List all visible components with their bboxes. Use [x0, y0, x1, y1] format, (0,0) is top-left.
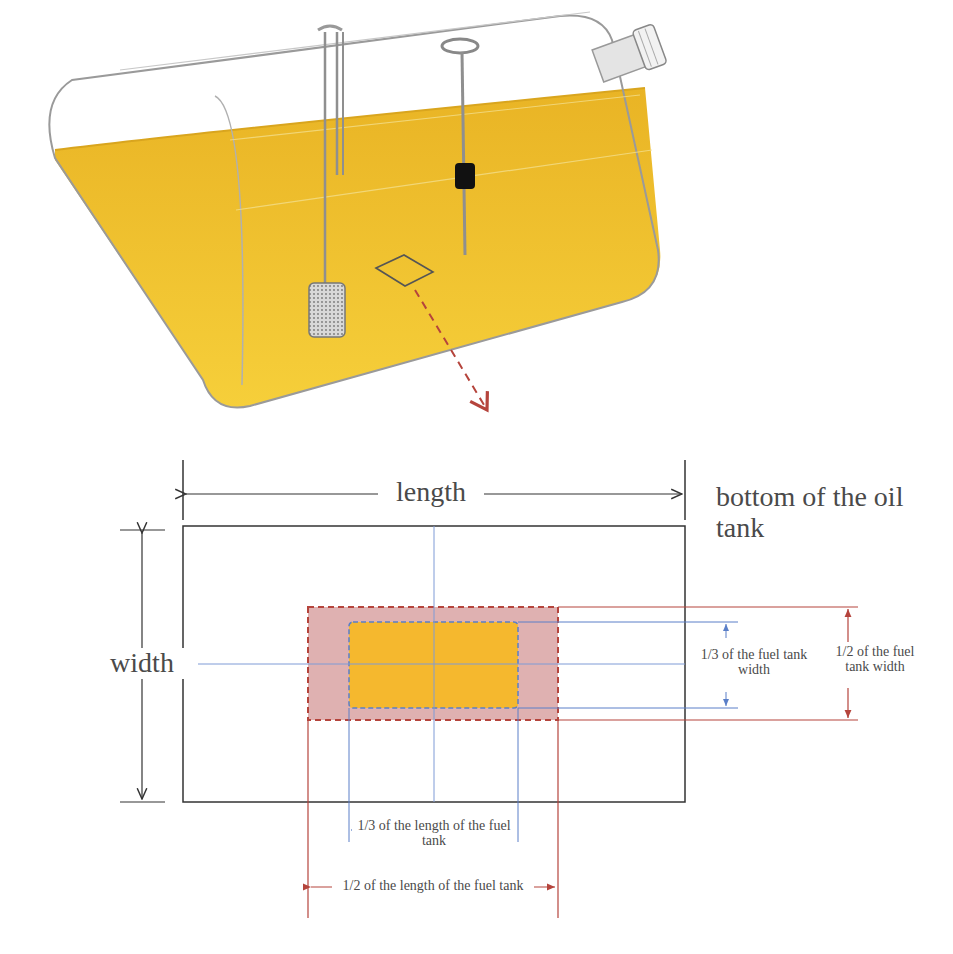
dimension-note: 1/2 of the fuel tank width — [826, 644, 924, 675]
dimension-note: 1/3 of the length of the fuel tank — [352, 818, 516, 849]
dimension-note: 1/2 of the length of the fuel tank — [332, 878, 534, 893]
view-title: bottom of the oil tank — [716, 482, 916, 544]
dimension-label: length — [378, 477, 484, 508]
dimension-note: 1/3 of the fuel tank width — [690, 647, 818, 678]
dimension-label: width — [86, 648, 198, 679]
